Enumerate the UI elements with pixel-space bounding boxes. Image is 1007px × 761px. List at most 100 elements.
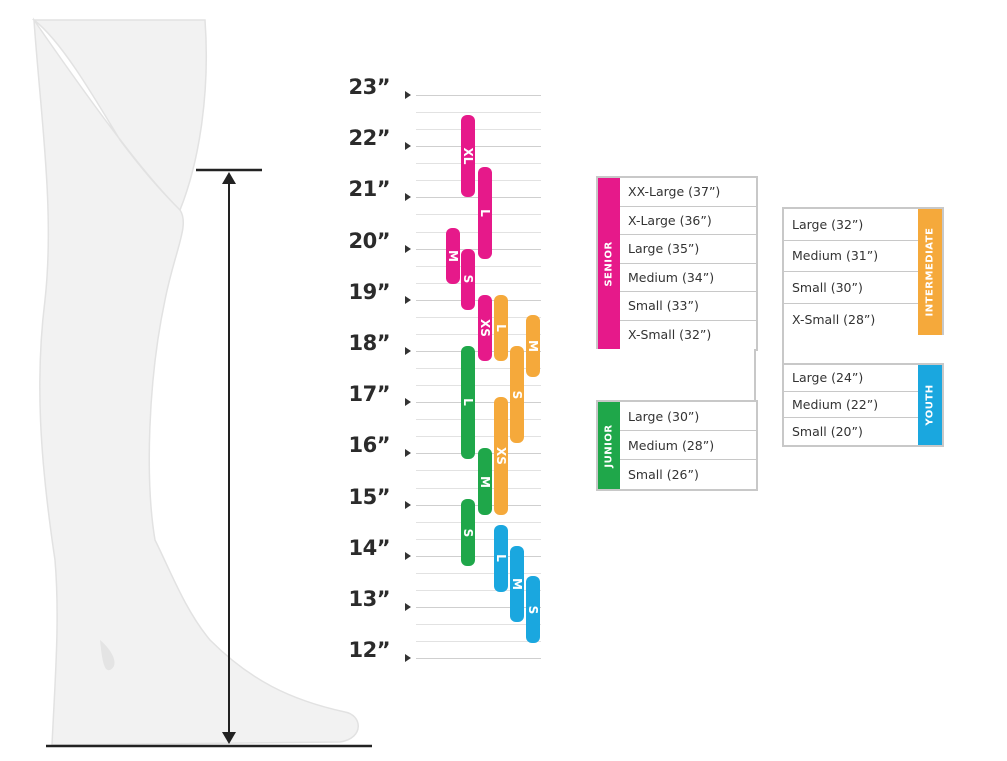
junior-bar-label: L bbox=[461, 398, 475, 407]
senior-label-strip: SENIOR bbox=[598, 178, 620, 349]
junior-bar-l: L bbox=[461, 345, 475, 459]
junior-label-strip: JUNIOR bbox=[598, 402, 620, 489]
senior-label: SENIOR bbox=[603, 240, 615, 287]
tick-arrow bbox=[405, 654, 411, 663]
grid-line bbox=[416, 146, 541, 148]
youth-bar-l: L bbox=[494, 525, 508, 592]
tick-arrow bbox=[405, 500, 411, 509]
youth-size-row: Large (24”) bbox=[784, 365, 918, 392]
grid-line-minor bbox=[416, 436, 541, 438]
tick-arrow bbox=[405, 193, 411, 202]
senior-junior-connector bbox=[596, 349, 756, 402]
intermediate-bar-label: M bbox=[526, 339, 540, 352]
youth-bar-s: S bbox=[526, 576, 540, 643]
tick-label: 20” bbox=[348, 228, 390, 253]
tick-arrow bbox=[405, 142, 411, 151]
intermediate-bar-label: S bbox=[510, 390, 524, 399]
grid-line-minor bbox=[416, 641, 541, 643]
measure-arrow-top bbox=[222, 172, 236, 184]
youth-label: YOUTH bbox=[924, 384, 936, 426]
intermediate-bar-l: L bbox=[494, 294, 508, 362]
senior-size-row: X-Small (32”) bbox=[628, 327, 712, 343]
tick-arrow bbox=[405, 244, 411, 253]
grid-line-minor bbox=[416, 112, 541, 114]
grid-line-minor bbox=[416, 129, 541, 131]
grid-line-minor bbox=[416, 589, 541, 591]
junior-label: JUNIOR bbox=[603, 423, 615, 468]
junior-size-table: JUNIOR Large (30”)Medium (28”) Small (26”… bbox=[596, 400, 758, 491]
grid-line-minor bbox=[416, 368, 541, 370]
intermediate-label-strip: INTERMEDIATE bbox=[918, 209, 942, 335]
junior-size-row: Large (30”) bbox=[620, 402, 756, 431]
intermediate-size-table: Large (32”)Medium (31”)Small (30”) X-Smal… bbox=[782, 207, 944, 337]
junior-rows: Large (30”)Medium (28”) Small (26”) bbox=[620, 402, 756, 489]
intermediate-bar-xs: XS bbox=[494, 397, 508, 515]
youth-size-table: Large (24”)Medium (22”) Small (20”) YOUTH bbox=[782, 363, 944, 447]
grid-line bbox=[416, 555, 541, 557]
senior-size-row: Small (33”) bbox=[620, 292, 756, 321]
grid-line-minor bbox=[416, 521, 541, 523]
intermediate-rows: Large (32”)Medium (31”)Small (30”) X-Smal… bbox=[784, 209, 918, 335]
intermediate-size-row: X-Small (28”) bbox=[792, 311, 876, 327]
intermediate-size-row: Medium (31”) bbox=[784, 241, 918, 272]
youth-size-row: Medium (22”) bbox=[784, 392, 918, 419]
senior-bar-label: XL bbox=[461, 147, 475, 165]
youth-bar-m: M bbox=[510, 545, 524, 623]
intermediate-size-row: Small (30”) bbox=[784, 272, 918, 304]
senior-bar-xl: XL bbox=[461, 115, 475, 198]
tick-label: 13” bbox=[348, 587, 390, 611]
tick-label: 21” bbox=[348, 177, 390, 202]
leg-shin-shading bbox=[100, 640, 115, 671]
tick-arrow bbox=[405, 91, 411, 99]
senior-size-row: Large (35”) bbox=[620, 235, 756, 264]
senior-size-table: SENIOR XX-Large (37”)X-Large (36”)Large … bbox=[596, 176, 758, 351]
grid-line-minor bbox=[416, 163, 541, 165]
junior-bar-label: S bbox=[461, 528, 475, 538]
senior-size-row: Medium (34”) bbox=[620, 264, 756, 292]
grid-line bbox=[416, 95, 541, 96]
senior-bar-m: M bbox=[446, 228, 460, 285]
youth-rows: Large (24”)Medium (22”) Small (20”) bbox=[784, 365, 918, 445]
youth-label-strip: YOUTH bbox=[918, 365, 942, 445]
senior-bar-label: S bbox=[461, 274, 475, 284]
leg-silhouette bbox=[31, 17, 359, 746]
tick-arrow bbox=[405, 449, 411, 458]
intermediate-size-row: Large (32”) bbox=[784, 209, 918, 241]
junior-bar-m: M bbox=[478, 448, 492, 515]
senior-bar-l: L bbox=[478, 166, 492, 259]
senior-bar-s: S bbox=[461, 248, 475, 311]
grid-line-minor bbox=[416, 572, 541, 574]
junior-bar-label: M bbox=[478, 475, 492, 488]
senior-bar-label: L bbox=[478, 208, 492, 217]
tick-label: 17” bbox=[348, 382, 390, 407]
tick-label: 18” bbox=[348, 331, 390, 355]
intermediate-bar-label: XS bbox=[494, 447, 508, 465]
senior-bar-label: XS bbox=[478, 318, 492, 337]
youth-bar-label: M bbox=[510, 577, 524, 590]
intermediate-bar-label: L bbox=[494, 324, 508, 332]
youth-bar-label: L bbox=[494, 554, 508, 563]
intermediate-label: INTERMEDIATE bbox=[924, 227, 936, 317]
tick-arrow bbox=[405, 295, 411, 304]
grid-line-minor bbox=[416, 385, 541, 387]
intermediate-bar-m: M bbox=[526, 315, 540, 377]
intermediate-bar-s: S bbox=[510, 345, 524, 444]
youth-bar-label: S bbox=[526, 605, 540, 614]
junior-size-row: Medium (28”) bbox=[620, 431, 756, 460]
senior-bar-xs: XS bbox=[478, 294, 492, 362]
grid-line-minor bbox=[416, 624, 541, 626]
tick-arrow bbox=[405, 551, 411, 560]
tick-label: 14” bbox=[348, 535, 390, 560]
youth-size-row: Small (20”) bbox=[792, 424, 863, 440]
intermediate-youth-connector bbox=[782, 335, 944, 365]
senior-bar-label: M bbox=[446, 250, 460, 263]
junior-size-row: Small (26”) bbox=[628, 467, 699, 482]
tick-arrow bbox=[405, 603, 411, 611]
grid-line-minor bbox=[416, 282, 541, 284]
senior-size-row: X-Large (36”) bbox=[620, 207, 756, 235]
tick-label: 22” bbox=[348, 126, 390, 151]
measure-arrow-bottom bbox=[222, 732, 236, 744]
tick-label: 19” bbox=[348, 279, 390, 304]
grid-line bbox=[416, 607, 541, 608]
